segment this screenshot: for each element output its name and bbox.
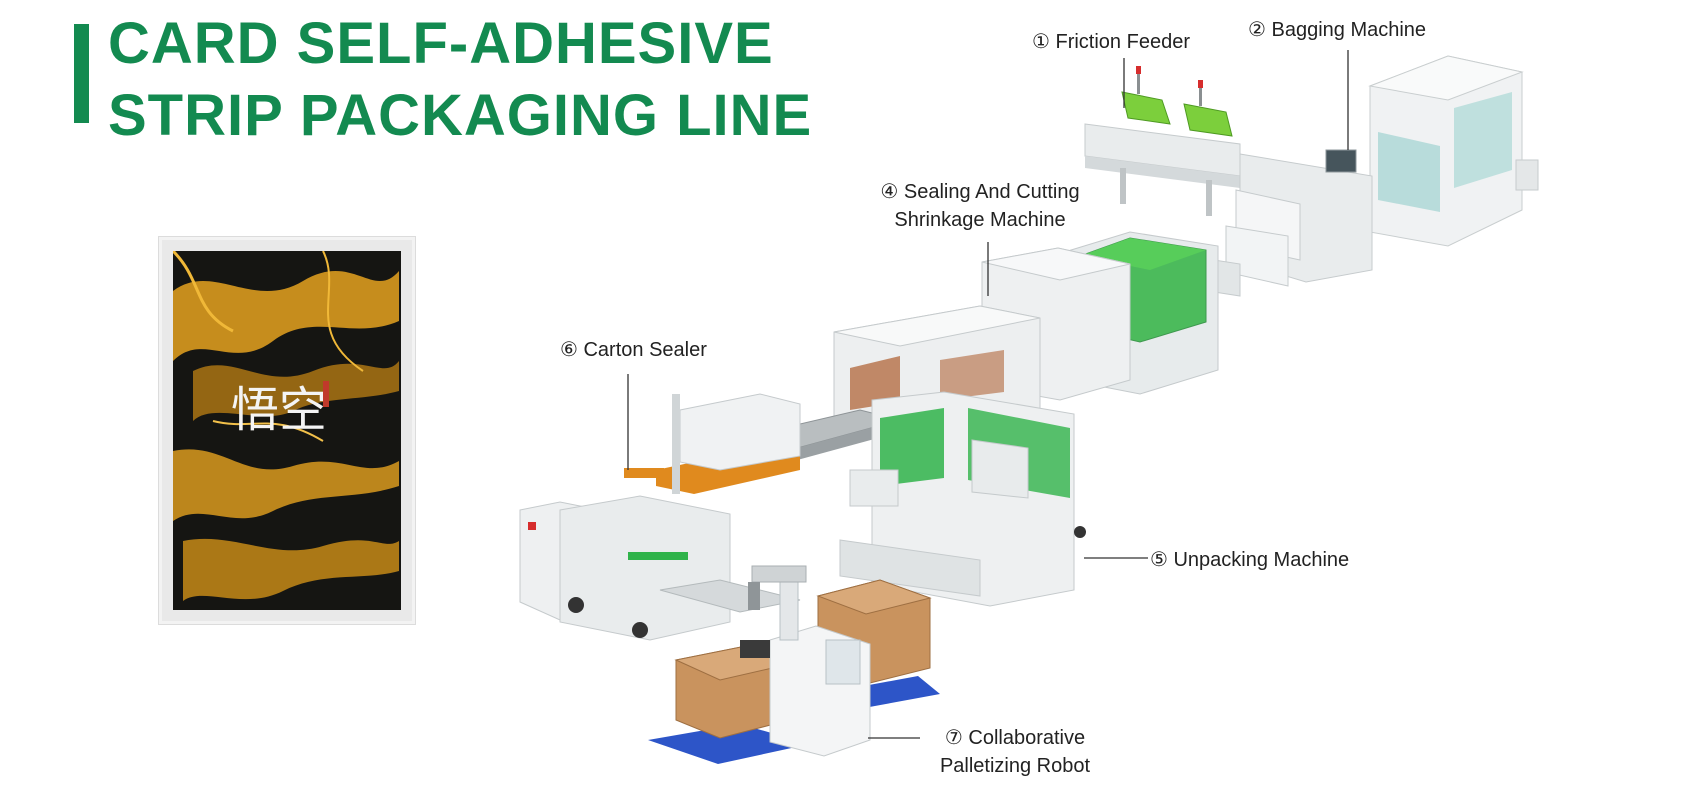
page-title-line-2: STRIP PACKAGING LINE — [108, 83, 813, 148]
label-sealing-line-1: ④ Sealing And Cutting — [880, 181, 1080, 203]
label-sealing-line-2: Shrinkage Machine — [894, 209, 1066, 231]
label-friction-feeder: ① Friction Feeder — [1032, 31, 1190, 53]
label-palletizing-line-2: Palletizing Robot — [939, 755, 1091, 777]
label-collaborative-palletizing-robot: ⑦ Collaborative Palletizing Robot — [924, 724, 1106, 780]
page-title: CARD SELF-ADHESIVE STRIP PACKAGING LINE — [108, 8, 812, 152]
title-accent-bar — [74, 24, 89, 123]
unpacking-machine — [839, 391, 1086, 607]
label-palletizing-line-1: ⑦ Collaborative — [944, 727, 1086, 749]
page-title-line-1: CARD SELF-ADHESIVE — [108, 11, 774, 76]
label-unpacking-machine: ⑤ Unpacking Machine — [1150, 549, 1350, 571]
label-bagging-machine: ② Bagging Machine — [1248, 19, 1427, 41]
callout-leader-lines — [627, 50, 1349, 739]
marble-artwork: 悟空 — [173, 251, 399, 608]
carton-sealer-machine — [519, 393, 801, 641]
artwork-calligraphy: 悟空 — [231, 382, 327, 438]
label-sealing-cutting-shrinkage: ④ Sealing And Cutting Shrinkage Machine — [860, 178, 1100, 234]
bagging-machine — [1225, 55, 1539, 287]
friction-feeder-machine — [1084, 66, 1241, 216]
label-carton-sealer: ⑥ Carton Sealer — [560, 339, 707, 361]
collaborative-palletizing-robot — [648, 565, 940, 764]
product-sample-image: 悟空 — [158, 236, 416, 625]
